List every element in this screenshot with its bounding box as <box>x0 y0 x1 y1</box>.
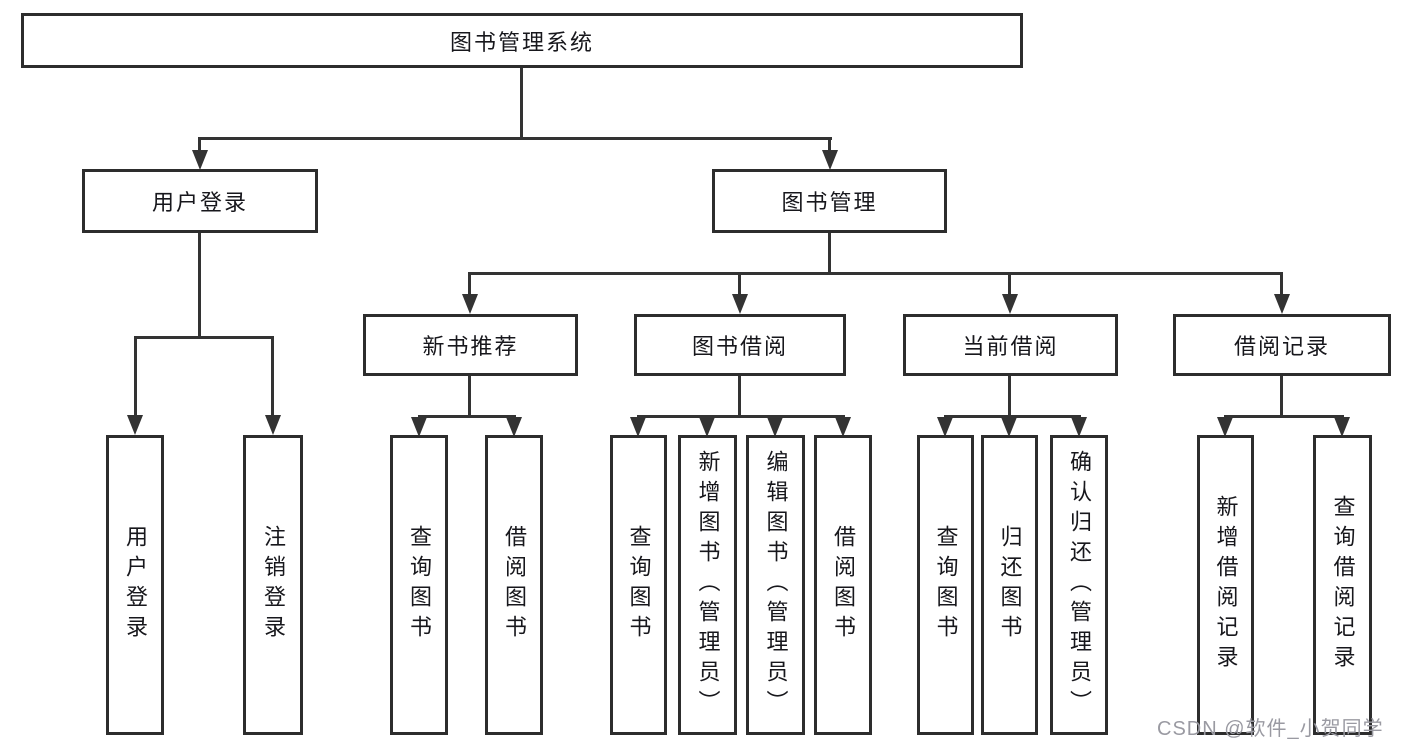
connector-line <box>271 336 274 418</box>
arrow-down-icon <box>1001 417 1017 437</box>
connector-line <box>738 376 741 418</box>
connector-line <box>198 137 832 140</box>
leaf-confirm-return-admin: 确认归还（管理员） <box>1050 435 1108 735</box>
node-label: 借阅图书 <box>502 525 527 645</box>
node-label: 查询图书 <box>626 525 652 645</box>
connector-line <box>1224 415 1344 418</box>
arrow-down-icon <box>1217 417 1233 437</box>
connector-line <box>468 272 471 298</box>
node-book-management: 图书管理 <box>712 169 947 233</box>
leaf-edit-books-admin: 编辑图书（管理员） <box>746 435 805 735</box>
connector-line <box>944 415 1081 418</box>
connector-line <box>468 272 1283 275</box>
node-label: 借阅记录 <box>1233 334 1330 359</box>
node-label: 借阅图书 <box>831 525 856 645</box>
node-current-borrow: 当前借阅 <box>903 314 1118 376</box>
node-label: 查询借阅记录 <box>1330 495 1356 675</box>
leaf-query-books-recommend: 查询图书 <box>390 435 448 735</box>
arrow-down-icon <box>937 417 953 437</box>
leaf-query-books-current: 查询图书 <box>917 435 974 735</box>
leaf-borrow-books-recommend: 借阅图书 <box>485 435 543 735</box>
node-label: 归还图书 <box>997 525 1023 645</box>
node-label: 当前借阅 <box>962 334 1059 359</box>
node-label: 用户登录 <box>151 190 248 215</box>
arrow-down-icon <box>767 417 783 437</box>
leaf-query-books-borrow: 查询图书 <box>610 435 667 735</box>
connector-line <box>198 137 201 152</box>
connector-line <box>418 415 516 418</box>
connector-line <box>134 336 274 339</box>
arrow-down-icon <box>192 150 208 170</box>
arrow-down-icon <box>265 415 281 435</box>
connector-line <box>520 68 523 140</box>
node-new-book-recommend: 新书推荐 <box>363 314 578 376</box>
leaf-borrow-books: 借阅图书 <box>814 435 872 735</box>
node-label: 用户登录 <box>123 525 148 645</box>
leaf-add-borrow-record: 新增借阅记录 <box>1197 435 1254 735</box>
arrow-down-icon <box>1274 294 1290 314</box>
node-library-management-system: 图书管理系统 <box>21 13 1023 68</box>
leaf-user-login: 用户登录 <box>106 435 164 735</box>
node-label: 图书管理系统 <box>449 29 594 55</box>
connector-line <box>1280 376 1283 418</box>
node-label: 查询图书 <box>933 525 959 645</box>
arrow-down-icon <box>1071 417 1087 437</box>
arrow-down-icon <box>127 415 143 435</box>
watermark: CSDN @软件_小贺同学 <box>1157 718 1384 740</box>
arrow-down-icon <box>411 417 427 437</box>
arrow-down-icon <box>1002 294 1018 314</box>
leaf-query-borrow-record: 查询借阅记录 <box>1313 435 1372 735</box>
node-user-login: 用户登录 <box>82 169 318 233</box>
node-book-borrow: 图书借阅 <box>634 314 846 376</box>
node-borrow-records: 借阅记录 <box>1173 314 1391 376</box>
node-label: 新增借阅记录 <box>1213 495 1239 675</box>
node-label: 图书借阅 <box>691 334 788 359</box>
arrow-down-icon <box>630 417 646 437</box>
node-label: 确认归还（管理员） <box>1067 450 1092 720</box>
arrow-down-icon <box>699 417 715 437</box>
node-label: 图书管理 <box>781 190 878 215</box>
connector-line <box>468 376 471 418</box>
connector-line <box>134 336 137 418</box>
connector-line <box>1008 376 1011 418</box>
arrow-down-icon <box>822 150 838 170</box>
arrow-down-icon <box>835 417 851 437</box>
leaf-logout: 注销登录 <box>243 435 303 735</box>
connector-line <box>637 415 845 418</box>
connector-line <box>738 272 741 298</box>
leaf-return-books: 归还图书 <box>981 435 1038 735</box>
node-label: 注销登录 <box>261 525 286 645</box>
node-label: 编辑图书（管理员） <box>763 450 789 720</box>
connector-line <box>1008 272 1011 298</box>
arrow-down-icon <box>1334 417 1350 437</box>
arrow-down-icon <box>462 294 478 314</box>
arrow-down-icon <box>506 417 522 437</box>
node-label: 新书推荐 <box>422 334 519 359</box>
node-label: 新增图书（管理员） <box>695 450 721 720</box>
leaf-add-books-admin: 新增图书（管理员） <box>678 435 737 735</box>
connector-line <box>828 233 831 275</box>
connector-line <box>1280 272 1283 298</box>
arrow-down-icon <box>732 294 748 314</box>
connector-line <box>198 233 201 339</box>
connector-line <box>828 137 831 152</box>
node-label: 查询图书 <box>407 525 432 645</box>
